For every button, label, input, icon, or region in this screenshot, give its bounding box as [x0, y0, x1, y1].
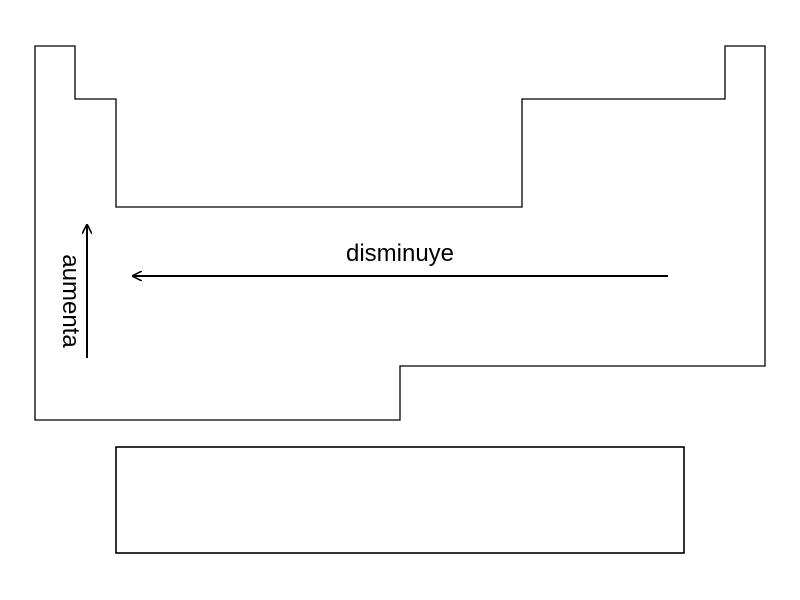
horizontal-arrow-label: disminuye [346, 240, 454, 267]
f-block-outline [115, 446, 685, 554]
main-table-outline [34, 45, 766, 421]
vertical-arrow-label: aumenta [57, 254, 84, 348]
